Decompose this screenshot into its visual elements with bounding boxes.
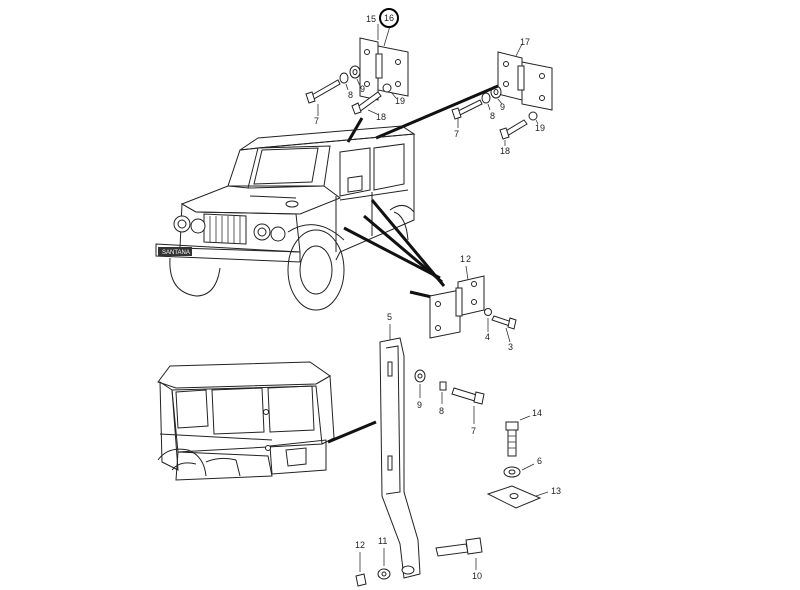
leader-mid-2	[363, 214, 443, 284]
strap-bracket	[379, 337, 421, 579]
callout-17: 17	[520, 37, 530, 47]
highlight-circle	[379, 8, 399, 28]
fastener-group-bottom	[355, 537, 483, 587]
callout-14: 14	[532, 408, 542, 418]
callout-13: 13	[551, 486, 561, 496]
fastener-group-strap	[414, 369, 485, 424]
callout-12: 12	[355, 540, 365, 550]
callout-16: 16	[384, 13, 394, 23]
callout-4: 4	[485, 332, 490, 342]
callout-10: 10	[472, 571, 482, 581]
callout-15: 15	[366, 14, 376, 24]
vehicle-rear-view	[157, 361, 335, 481]
hinge-middle	[429, 275, 485, 339]
vehicle-front-view: SANTANA	[155, 125, 416, 311]
callout-18-upper-left: 18	[376, 112, 386, 122]
callout-labels: 15 16 17 7 8 9 18 19 7 8 9 18 19 1 2 4 3…	[314, 13, 561, 581]
leader-rear	[327, 420, 377, 444]
callout-8-upper-right: 8	[490, 111, 495, 121]
callout-18-upper-right: 18	[500, 146, 510, 156]
fastener-group-upper-right	[451, 85, 539, 146]
callout-19-upper-left: 19	[395, 96, 405, 106]
callout-8-upper-left: 8	[348, 90, 353, 100]
callout-9-upper-left: 9	[360, 84, 365, 94]
fastener-group-upper-left	[305, 65, 397, 116]
callout-7-upper-left: 7	[314, 116, 319, 126]
hinge-upper-left	[359, 37, 409, 101]
leader-upper-right	[375, 84, 499, 140]
callout-5: 5	[387, 312, 392, 322]
callout-6: 6	[537, 456, 542, 466]
leader-mid-1	[343, 226, 441, 280]
callout-7-upper-right: 7	[454, 129, 459, 139]
callout-9-strap: 9	[417, 400, 422, 410]
callout-8-strap: 8	[439, 406, 444, 416]
hinge-upper-right	[497, 51, 553, 111]
vehicle-badge: SANTANA	[162, 250, 190, 256]
callout-1: 1	[460, 254, 465, 264]
callout-7-strap: 7	[471, 426, 476, 436]
callout-3: 3	[508, 342, 513, 352]
callout-11: 11	[378, 536, 387, 546]
leader-mid-3	[370, 199, 446, 287]
fastener-group-middle	[484, 308, 517, 343]
fastener-group-right	[486, 415, 549, 509]
vehicle-badge-plate	[158, 247, 192, 256]
callout-19-upper-right: 19	[535, 123, 545, 133]
callout-2: 2	[466, 254, 471, 264]
callout-9-upper-right: 9	[500, 102, 505, 112]
